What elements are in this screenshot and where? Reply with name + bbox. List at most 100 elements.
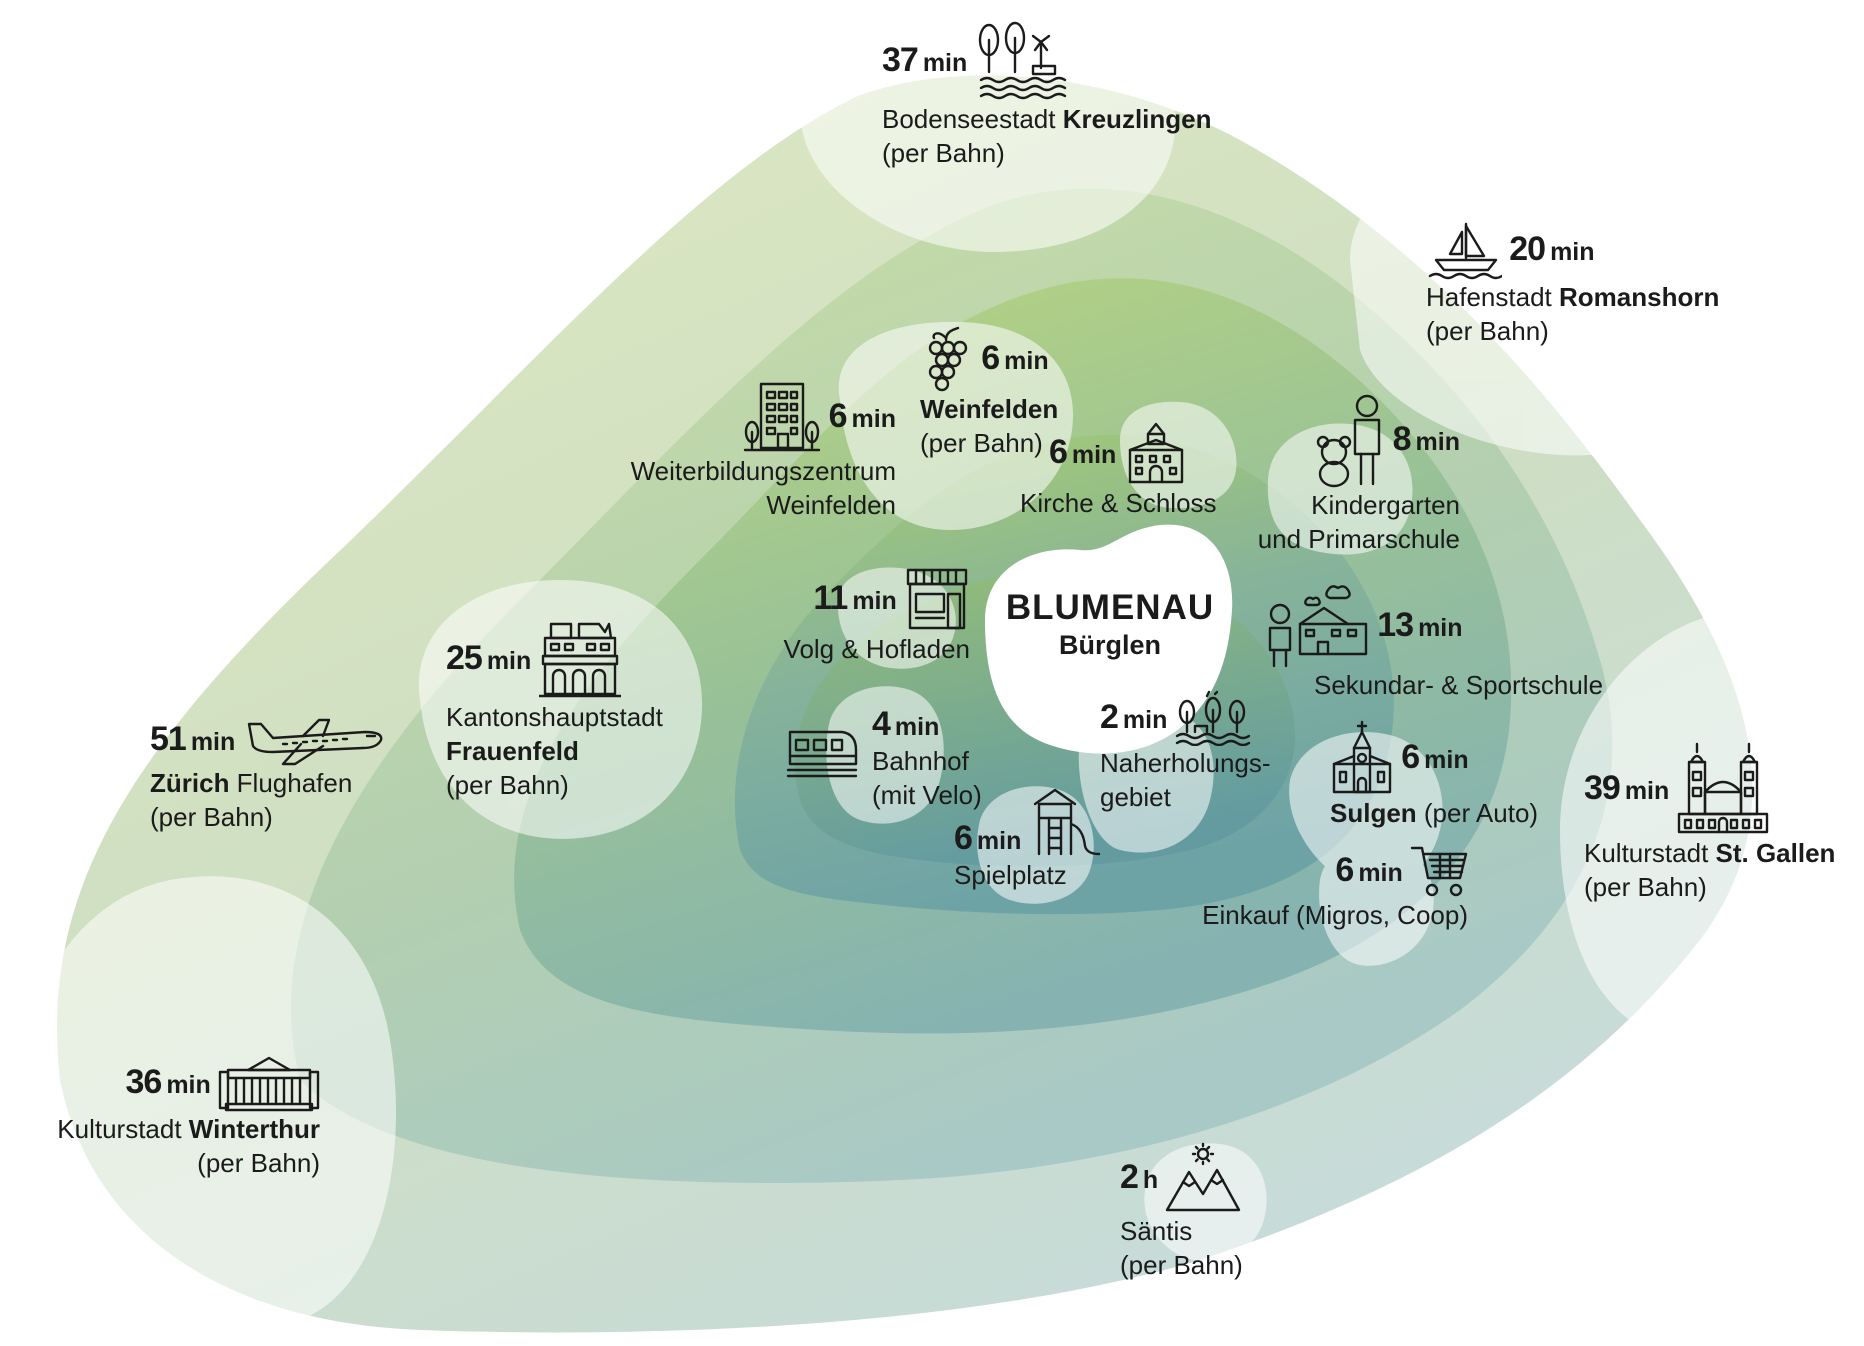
poi-bold-label: Frauenfeld: [446, 736, 579, 766]
halo-romanshorn: [1350, 154, 1718, 456]
poi-label: Sulgen (per Auto): [1330, 798, 1539, 828]
center-name: BLUMENAU: [1005, 588, 1215, 627]
poi-label: Spielplatz: [954, 860, 1067, 890]
halo-weinfelden: [838, 321, 1074, 530]
school-icon: [1266, 584, 1370, 668]
town-hall-icon: [538, 618, 621, 700]
child-teddy-icon: [1309, 392, 1385, 488]
park-icon: [1175, 690, 1251, 746]
center-label: BLUMENAU Bürglen: [1000, 588, 1220, 662]
grapes-icon: [920, 326, 974, 392]
train-icon: [786, 724, 858, 778]
church-icon: [1330, 720, 1394, 796]
poi-label: Säntis: [1120, 1216, 1193, 1246]
halo-spielplatz: [977, 786, 1094, 904]
poi-sublabel: (mit Velo): [872, 779, 982, 810]
poi-label: Kulturstadt St. Gallen: [1584, 838, 1836, 868]
halo-frauenfeld: [418, 580, 703, 839]
office-building-icon: [743, 380, 821, 454]
shop-icon: [904, 566, 970, 632]
halo-kindergarten: [1267, 423, 1413, 555]
sailboat-icon: [1426, 220, 1502, 280]
poi-sublabel: (per Bahn): [446, 770, 569, 800]
castle-icon: [1124, 420, 1188, 486]
playground-icon: [1027, 784, 1103, 858]
poi-sublabel: (per Bahn): [150, 802, 273, 832]
poi-sublabel: gebiet: [1100, 782, 1171, 812]
poi-label: Weinfelden: [920, 394, 1059, 424]
poi-label: Kirche & Schloss: [1020, 488, 1217, 518]
poi-label: Naherholungs-: [1100, 748, 1271, 778]
poi-label: Sekundar- & Sportschule: [1314, 670, 1604, 700]
airplane-icon: [243, 714, 387, 766]
poi-sublabel: (per Bahn): [197, 1148, 320, 1178]
poi-sublabel: und Primarschule: [1257, 524, 1460, 554]
center-place: Bürglen: [1058, 630, 1161, 660]
halo-kreuzlingen: [800, 11, 1176, 253]
poi-label: Einkauf (Migros, Coop): [1202, 900, 1468, 930]
cathedral-icon: [1677, 742, 1769, 836]
poi-sublabel: (per Bahn): [920, 428, 1043, 458]
shopping-cart-icon: [1410, 844, 1468, 898]
poi-label: Weiterbildungszentrum: [630, 456, 896, 486]
poi-label: Volg & Hofladen: [783, 634, 970, 664]
halo-volg: [837, 567, 956, 669]
blumenau-center-blob: [985, 524, 1233, 754]
halo-bahnhof: [826, 686, 944, 824]
halo-stgallen: [1560, 608, 1864, 1042]
poi-label: Hafenstadt Romanshorn: [1426, 282, 1720, 312]
mountain-sun-icon: [1165, 1142, 1241, 1214]
poi-label: Kindergarten: [1311, 490, 1460, 520]
poi-label: Bodenseestadt Kreuzlingen: [882, 104, 1212, 134]
poi-sublabel: Weinfelden: [766, 490, 896, 520]
halo-einkauf: [1319, 840, 1434, 966]
poi-sublabel: (per Bahn): [1426, 316, 1549, 346]
museum-icon: [218, 1054, 320, 1112]
poi-label: Bahnhof: [872, 745, 969, 776]
poi-sublabel: (per Bahn): [882, 138, 1005, 168]
trees-lake-icon: [975, 20, 1071, 102]
poi-label: Kantonshauptstadt: [446, 702, 663, 732]
poi-sublabel: (per Bahn): [1120, 1250, 1243, 1280]
poi-label: Zürich Flughafen: [150, 768, 353, 798]
halo-winterthur: [18, 876, 396, 1328]
poi-sublabel: (per Bahn): [1584, 872, 1707, 902]
